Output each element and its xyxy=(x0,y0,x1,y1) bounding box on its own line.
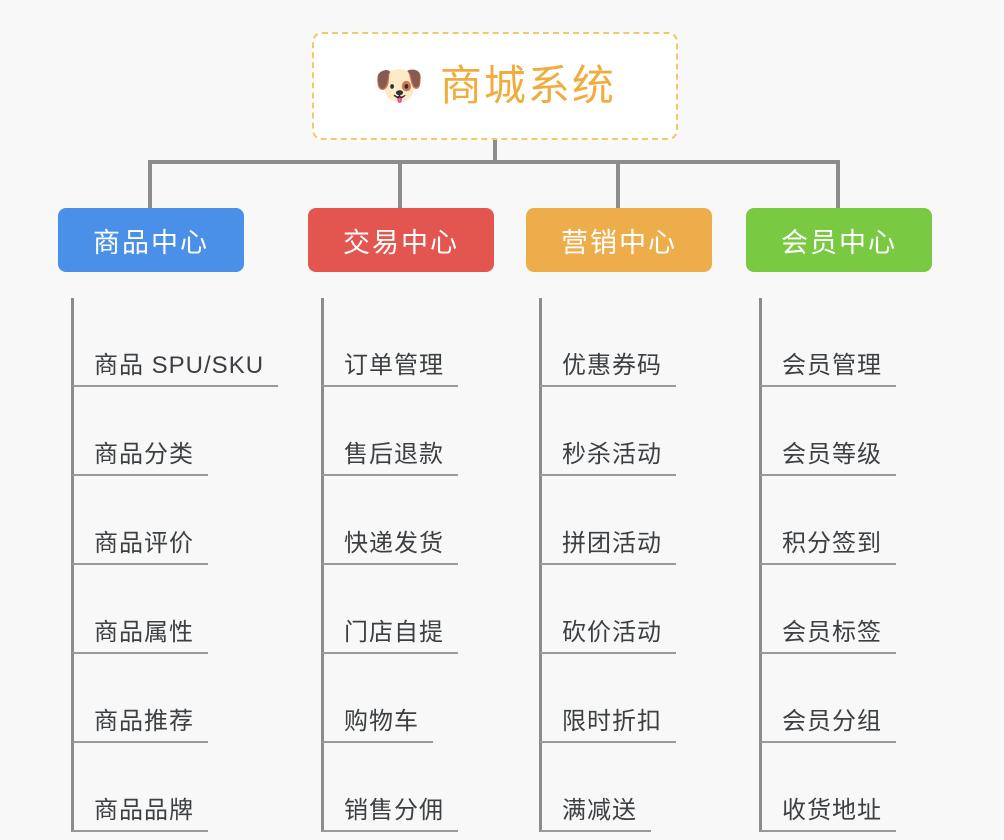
connector-stem xyxy=(493,140,497,164)
leaf-list: 优惠券码 秒杀活动 拼团活动 砍价活动 限时折扣 满减送 xyxy=(526,298,712,832)
category-label: 会员中心 xyxy=(781,227,897,258)
branch-trade-center: 交易中心 订单管理 售后退款 快递发货 门店自提 购物车 销售分佣 xyxy=(308,208,494,832)
list-item[interactable]: 快递发货 xyxy=(322,476,494,565)
category-box[interactable]: 交易中心 xyxy=(308,208,494,272)
branch-marketing-center: 营销中心 优惠券码 秒杀活动 拼团活动 砍价活动 限时折扣 满减送 xyxy=(526,208,712,832)
leaf-spine xyxy=(321,298,324,832)
leaf-label: 会员标签 xyxy=(760,619,896,654)
leaf-label: 商品 SPU/SKU xyxy=(72,352,279,387)
connector-drop-3 xyxy=(616,160,620,210)
leaf-spine xyxy=(539,298,542,832)
category-box[interactable]: 会员中心 xyxy=(746,208,932,272)
list-item[interactable]: 商品分类 xyxy=(72,387,278,476)
leaf-label: 会员分组 xyxy=(760,708,896,743)
leaf-list: 订单管理 售后退款 快递发货 门店自提 购物车 销售分佣 xyxy=(308,298,494,832)
list-item[interactable]: 砍价活动 xyxy=(540,565,712,654)
leaf-label: 商品推荐 xyxy=(72,708,208,743)
leaf-label: 拼团活动 xyxy=(540,530,676,565)
connector-drop-1 xyxy=(148,160,152,210)
leaf-label: 限时折扣 xyxy=(540,708,676,743)
leaf-spine xyxy=(71,298,74,832)
list-item[interactable]: 满减送 xyxy=(540,743,712,832)
list-item[interactable]: 拼团活动 xyxy=(540,476,712,565)
list-item[interactable]: 订单管理 xyxy=(322,298,494,387)
list-item[interactable]: 优惠券码 xyxy=(540,298,712,387)
leaf-label: 秒杀活动 xyxy=(540,441,676,476)
leaf-label: 商品品牌 xyxy=(72,797,208,832)
list-item[interactable]: 门店自提 xyxy=(322,565,494,654)
leaf-label: 商品分类 xyxy=(72,441,208,476)
leaf-label: 砍价活动 xyxy=(540,619,676,654)
category-label: 商品中心 xyxy=(93,227,209,258)
leaf-label: 商品属性 xyxy=(72,619,208,654)
leaf-label: 销售分佣 xyxy=(322,797,458,832)
leaf-label: 订单管理 xyxy=(322,352,458,387)
connector-bus xyxy=(148,160,840,164)
category-box[interactable]: 营销中心 xyxy=(526,208,712,272)
leaf-label: 商品评价 xyxy=(72,530,208,565)
list-item[interactable]: 秒杀活动 xyxy=(540,387,712,476)
category-label: 营销中心 xyxy=(561,227,677,258)
list-item[interactable]: 商品评价 xyxy=(72,476,278,565)
list-item[interactable]: 商品推荐 xyxy=(72,654,278,743)
list-item[interactable]: 商品品牌 xyxy=(72,743,278,832)
leaf-label: 优惠券码 xyxy=(540,352,676,387)
list-item[interactable]: 会员分组 xyxy=(760,654,932,743)
leaf-label: 门店自提 xyxy=(322,619,458,654)
leaf-label: 售后退款 xyxy=(322,441,458,476)
leaf-label: 会员等级 xyxy=(760,441,896,476)
dog-face-icon: 🐶 xyxy=(374,64,424,108)
root-title: 商城系统 xyxy=(439,62,616,109)
leaf-list: 会员管理 会员等级 积分签到 会员标签 会员分组 收货地址 xyxy=(746,298,932,832)
root-node[interactable]: 🐶 商城系统 xyxy=(312,32,678,140)
leaf-label: 会员管理 xyxy=(760,352,896,387)
leaf-label: 快递发货 xyxy=(322,530,458,565)
branch-member-center: 会员中心 会员管理 会员等级 积分签到 会员标签 会员分组 收货地址 xyxy=(746,208,932,832)
branch-product-center: 商品中心 商品 SPU/SKU 商品分类 商品评价 商品属性 商品推荐 商品品牌 xyxy=(58,208,279,832)
list-item[interactable]: 限时折扣 xyxy=(540,654,712,743)
list-item[interactable]: 会员管理 xyxy=(760,298,932,387)
leaf-spine xyxy=(759,298,762,832)
list-item[interactable]: 商品属性 xyxy=(72,565,278,654)
list-item[interactable]: 会员等级 xyxy=(760,387,932,476)
leaf-label: 积分签到 xyxy=(760,530,896,565)
leaf-label: 满减送 xyxy=(540,797,651,832)
list-item[interactable]: 购物车 xyxy=(322,654,494,743)
leaf-label: 购物车 xyxy=(322,708,433,743)
leaf-label: 收货地址 xyxy=(760,797,896,832)
list-item[interactable]: 会员标签 xyxy=(760,565,932,654)
list-item[interactable]: 积分签到 xyxy=(760,476,932,565)
connector-drop-4 xyxy=(836,160,840,210)
list-item[interactable]: 商品 SPU/SKU xyxy=(72,298,279,387)
list-item[interactable]: 销售分佣 xyxy=(322,743,494,832)
list-item[interactable]: 收货地址 xyxy=(760,743,932,832)
category-label: 交易中心 xyxy=(343,227,459,258)
category-box[interactable]: 商品中心 xyxy=(58,208,244,272)
connector-drop-2 xyxy=(398,160,402,210)
leaf-list: 商品 SPU/SKU 商品分类 商品评价 商品属性 商品推荐 商品品牌 xyxy=(58,298,279,832)
list-item[interactable]: 售后退款 xyxy=(322,387,494,476)
